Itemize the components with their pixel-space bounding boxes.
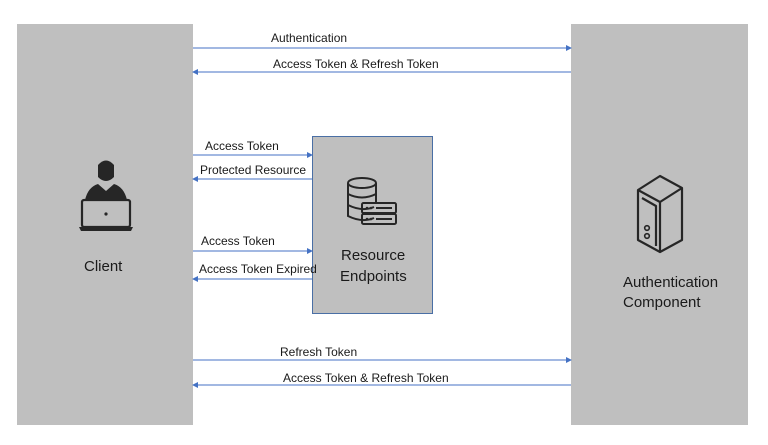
authentication-component-label-line2: Component [623,294,701,311]
database-server-icon [347,177,397,225]
access-refresh-top-label: Access Token & Refresh Token [273,57,439,71]
resource-endpoints-label-line1: Resource [341,247,406,264]
access-token-expired-label: Access Token Expired [199,262,317,276]
access-refresh-bottom-label: Access Token & Refresh Token [283,371,449,385]
server-tower-icon [636,174,684,254]
refresh-token-label: Refresh Token [280,345,358,359]
authentication-label: Authentication [271,31,348,45]
resource-endpoints-box [312,136,433,314]
access-token-1-label: Access Token [205,139,279,153]
client-label: Client [84,258,123,275]
protected-resource-label: Protected Resource [200,163,307,177]
resource-endpoints-label-line2: Endpoints [340,268,407,285]
client-panel [17,24,193,425]
access-token-2-label: Access Token [201,234,275,248]
user-laptop-icon [79,160,133,231]
authentication-component-label-line1: Authentication [623,274,719,291]
